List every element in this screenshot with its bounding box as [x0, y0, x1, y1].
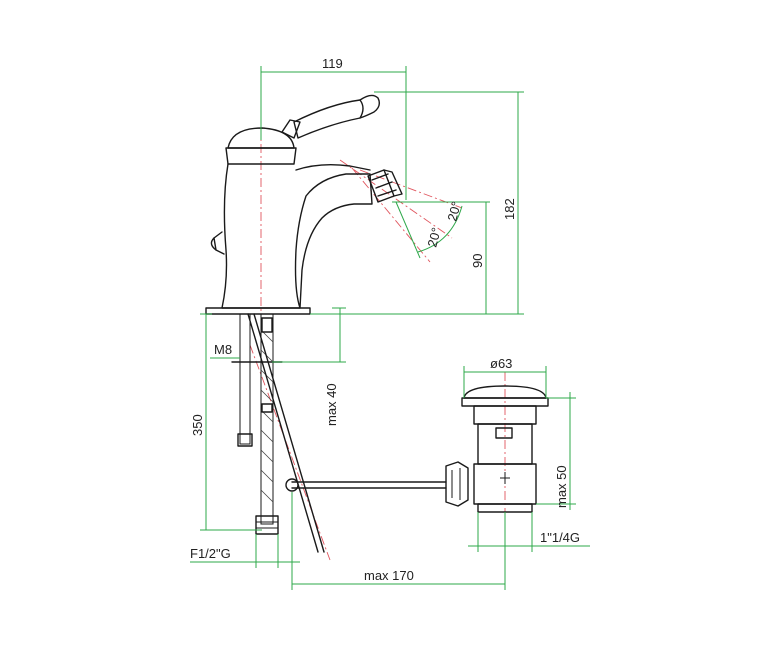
pop-up-waste [445, 385, 549, 513]
dim-diameter-63: ø63 [490, 356, 512, 371]
dim-angle-right: 20° [444, 200, 464, 223]
dim-inlet-thread: F1/2"G [190, 546, 231, 561]
dimension-labels: 119 182 90 20° 20° M8 350 max 40 ø63 max… [190, 56, 580, 583]
dim-119: 119 [322, 56, 343, 71]
dim-350: 350 [190, 414, 205, 436]
spray-nozzle [367, 169, 403, 203]
dim-90: 90 [470, 254, 485, 268]
dim-drain-thread: 1"1/4G [540, 530, 580, 545]
dim-angle-left: 20° [424, 226, 444, 249]
mixer-body [205, 127, 373, 315]
under-deck-parts [231, 313, 447, 553]
dim-m8: M8 [214, 342, 232, 357]
dim-max-40: max 40 [324, 383, 339, 426]
dim-182: 182 [502, 198, 517, 220]
dimension-lines [190, 66, 590, 590]
dim-max-170: max 170 [364, 568, 414, 583]
dim-max-50: max 50 [554, 465, 569, 508]
lever-handle [281, 94, 381, 139]
center-lines [249, 110, 506, 561]
